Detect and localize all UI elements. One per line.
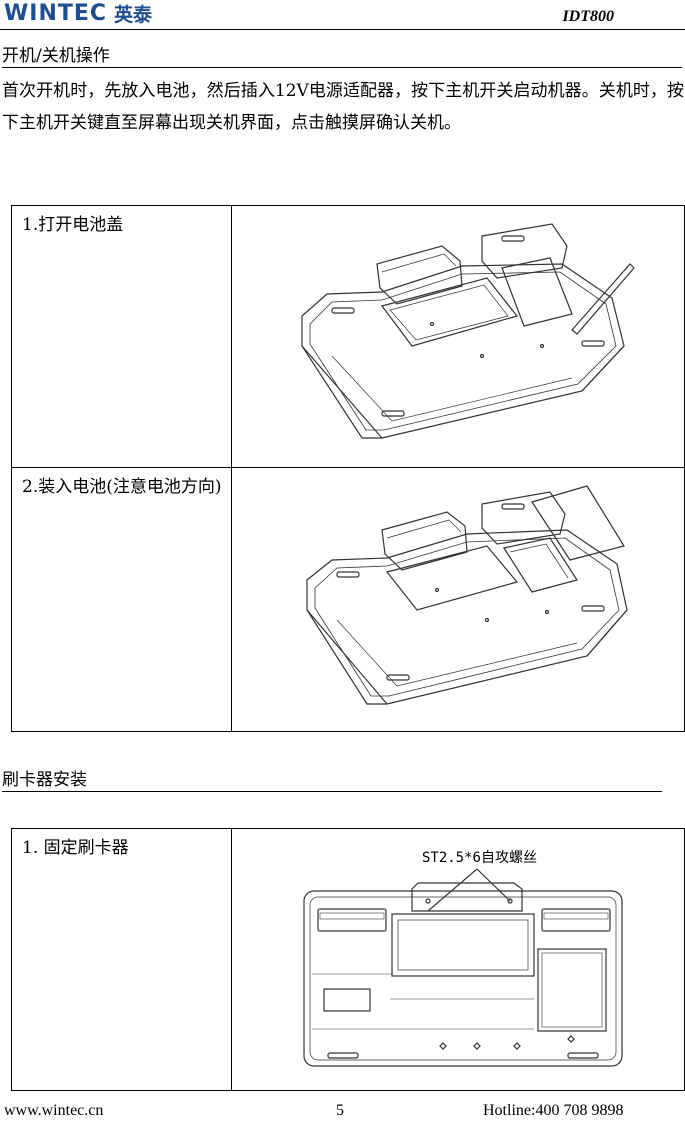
device-insert-battery-drawing [306,485,628,705]
logo-text: WINTEC [4,1,108,26]
footer-hotline: Hotline:400 708 9898 [483,1102,624,1119]
footer-website: www.wintec.cn [4,1102,104,1119]
wintec-logo: WINTEC 英泰 [4,0,152,27]
open-battery-cover-figure [231,205,685,468]
section-title-card-reader: 刷卡器安装 [2,769,662,792]
table-row: 1. 固定刷卡器 ST2.5*6自攻螺丝 [11,828,685,1091]
fix-card-reader-figure: ST2.5*6自攻螺丝 [230,828,685,1091]
card-reader-steps-table: 1. 固定刷卡器 ST2.5*6自攻螺丝 [11,828,685,1091]
power-instructions: 首次开机时，先放入电池，然后插入12V电源适配器，按下主机开关启动机器。关机时，… [2,81,684,133]
step-label: 1.打开电池盖 [10,205,233,468]
header-divider [0,29,685,30]
section-title-power: 开机/关机操作 [2,45,682,68]
screw-callout: ST2.5*6自攻螺丝 [421,850,537,866]
device-bottom-view-drawing [303,868,623,1067]
step-label: 1. 固定刷卡器 [11,828,232,1091]
page-header: WINTEC 英泰 IDT800 [0,0,685,30]
battery-steps-table: 1.打开电池盖 [10,205,685,732]
logo-chinese: 英泰 [114,4,153,26]
model-name: IDT800 [562,8,614,25]
step-label: 2.装入电池(注意电池方向) [10,467,233,732]
page-number: 5 [336,1102,344,1119]
insert-battery-figure [231,467,685,732]
table-row: 1.打开电池盖 [10,205,685,468]
table-row: 2.装入电池(注意电池方向) [10,467,685,732]
device-open-cover-drawing [301,223,635,439]
